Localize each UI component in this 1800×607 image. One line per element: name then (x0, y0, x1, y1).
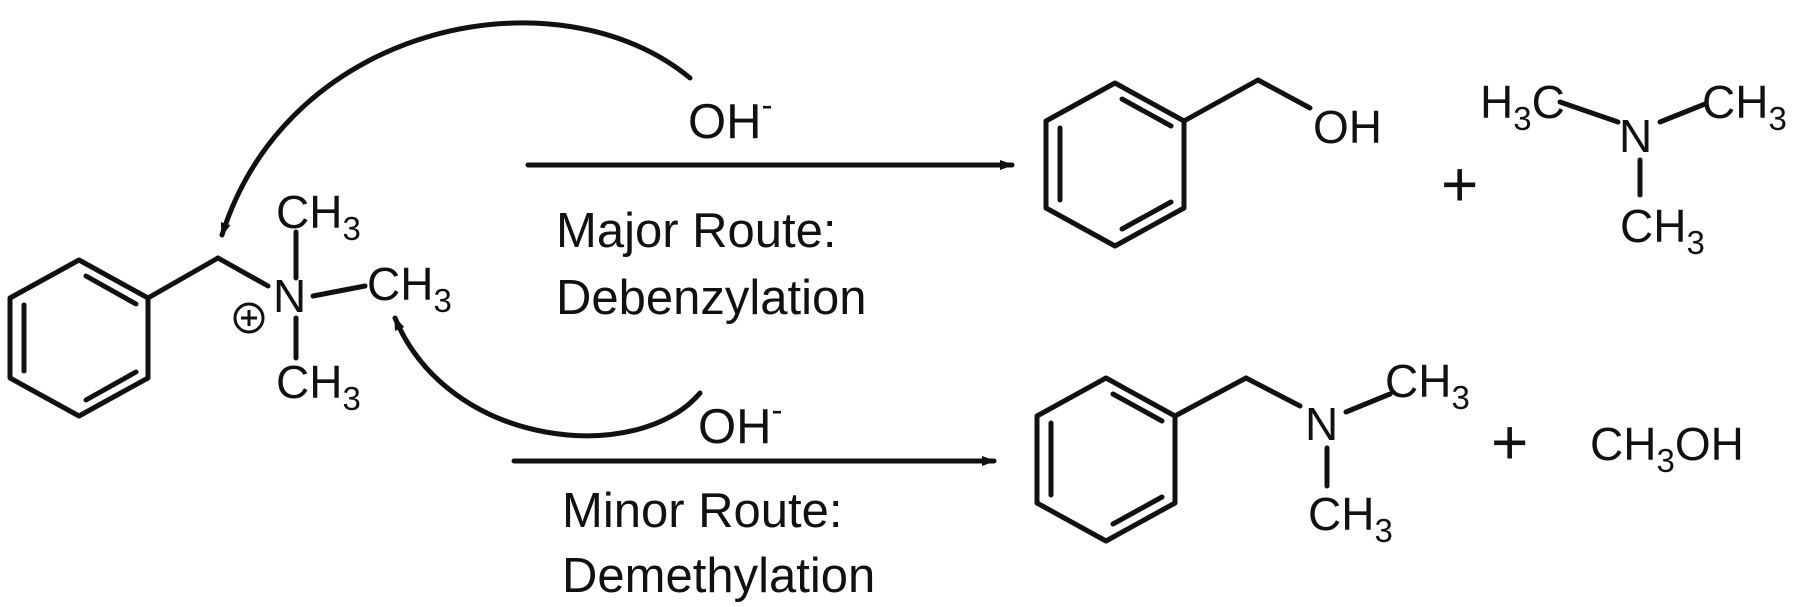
reactant-ch2-bond-1 (145, 255, 221, 301)
dimethylbenzylamine-ch2-bond (1172, 375, 1249, 419)
reactant-nitrogen-label: N (273, 270, 306, 322)
dimethylbenzylamine-nitrogen: N (1305, 398, 1338, 450)
minor-route-type: Demethylation (562, 549, 875, 603)
trimethylamine-methyl-bottom: CH3 (1620, 200, 1705, 261)
product-benzyl-alcohol: OH (1043, 77, 1382, 249)
product-methanol: CH3OH (1590, 418, 1744, 479)
reactant-positive-charge (233, 302, 265, 334)
reactant-n-methyl-right-bond (310, 283, 368, 299)
reactant-ch2-n-bond (215, 255, 271, 289)
reactant-methyl-right: CH3 (367, 258, 452, 319)
reagent-hydroxide-major: OH- (688, 86, 773, 149)
reactant-methyl-top: CH3 (276, 186, 361, 247)
reactant-methyl-bottom: CH3 (276, 356, 361, 417)
reactant-benzyltrimethylammonium: N CH3 CH3 CH3 (7, 186, 452, 419)
benzyl-alcohol-co-bond (1255, 77, 1313, 111)
dimethylbenzylamine-ch2-n-bond (1243, 375, 1303, 409)
minor-route-label: Minor Route: (562, 484, 843, 538)
curved-arrow-minor-attack (392, 315, 703, 439)
trimethylamine-methyl-left: H3C (1480, 76, 1565, 137)
benzyl-alcohol-ch2-bond (1181, 77, 1261, 124)
product-trimethylamine: N H3C CH3 CH3 (1480, 76, 1787, 261)
reagent-hydroxide-minor: OH- (698, 391, 783, 454)
dimethylbenzylamine-methyl-right: CH3 (1385, 355, 1470, 416)
plus-sign-major: + (1441, 148, 1478, 220)
curved-arrow-major-attack (219, 20, 693, 238)
trimethylamine-nitrogen: N (1619, 110, 1652, 162)
plus-sign-minor: + (1491, 406, 1528, 478)
benzyl-alcohol-oh: OH (1313, 101, 1382, 153)
trimethylamine-bond-left (1557, 99, 1621, 125)
reactant-benzene-ring (7, 257, 151, 419)
product-dimethylbenzylamine: N CH3 CH3 (1034, 355, 1470, 549)
trimethylamine-methyl-right: CH3 (1702, 76, 1787, 137)
major-route-type: Debenzylation (556, 271, 867, 325)
dimethylbenzylamine-ring (1034, 375, 1178, 544)
benzyl-alcohol-ring (1043, 80, 1187, 249)
trimethylamine-bond-right (1657, 101, 1708, 125)
dimethylbenzylamine-bond-right (1343, 391, 1393, 415)
dimethylbenzylamine-methyl-bottom: CH3 (1308, 488, 1393, 549)
major-route-label: Major Route: (556, 204, 837, 258)
